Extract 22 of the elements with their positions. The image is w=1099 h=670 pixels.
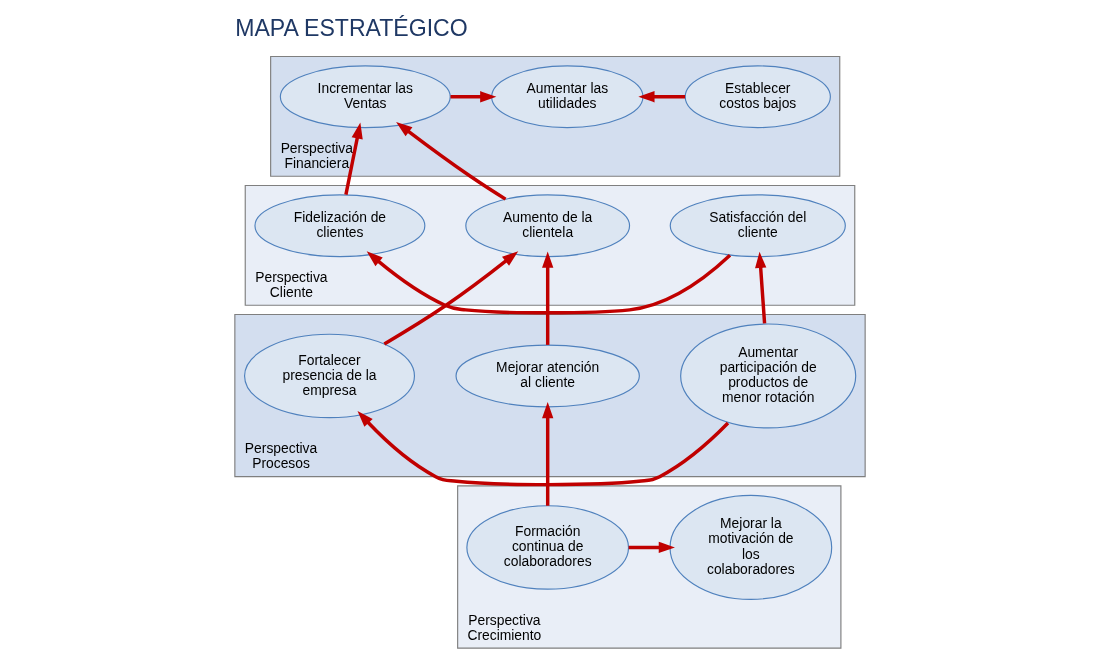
arrow (637, 91, 685, 103)
arrow (450, 91, 496, 103)
node-ellipse: Aumento de la clientela (464, 194, 630, 258)
node-ellipse: Aumentar las utilidades (490, 65, 644, 129)
node-ellipse: Satisfacción del cliente (669, 194, 846, 258)
arrow (628, 541, 675, 554)
node-ellipse: Aumentar participación de productos de menor rotación (679, 323, 856, 429)
diagram-title: MAPA ESTRATÉGICO (234, 14, 468, 41)
arrow (366, 251, 731, 315)
arrow (754, 251, 766, 324)
node-ellipse: Incrementar las Ventas (279, 65, 451, 129)
arrow (541, 251, 553, 345)
arrow (541, 402, 553, 506)
node-ellipse: Fidelización de clientes (253, 194, 425, 258)
arrow (357, 411, 729, 487)
node-ellipse: Fortalecer presencia de la empresa (243, 333, 415, 419)
node-ellipse: Mejorar atención al cliente (454, 344, 640, 408)
node-ellipse: Mejorar la motivación de los colaboradores (668, 494, 832, 600)
arrow (343, 122, 363, 195)
node-ellipse: Formación continua de colaboradores (465, 505, 629, 590)
node-ellipse: Establecer costos bajos (684, 65, 831, 129)
arrow (382, 251, 518, 346)
